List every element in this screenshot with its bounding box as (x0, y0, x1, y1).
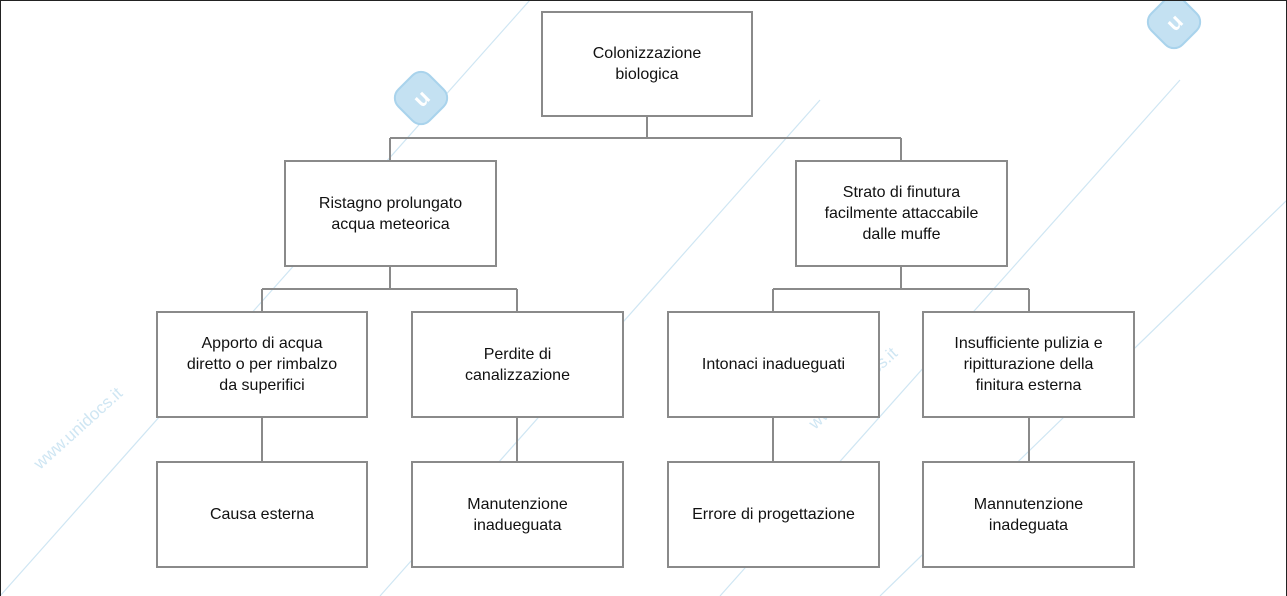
node-causa-esterna: Causa esterna (156, 461, 368, 568)
node-ristagno-acqua: Ristagno prolungato acqua meteorica (284, 160, 497, 267)
node-errore-progettazione: Errore di progettazione (667, 461, 880, 568)
node-perdite-canalizzazione: Perdite di canalizzazione (411, 311, 624, 418)
node-apporto-acqua: Apporto di acqua diretto o per rimbalzo … (156, 311, 368, 418)
node-mannutenzione-inadeguata: Mannutenzione inadeguata (922, 461, 1135, 568)
node-strato-finitura: Strato di finutura facilmente attaccabil… (795, 160, 1008, 267)
node-colonizzazione-biologica: Colonizzazione biologica (541, 11, 753, 117)
node-insufficiente-pulizia: Insufficiente pulizia e ripitturazione d… (922, 311, 1135, 418)
node-intonaci-inadeguati: Intonaci inadueguati (667, 311, 880, 418)
node-manutenzione-inadeguata: Manutenzione inadueguata (411, 461, 624, 568)
